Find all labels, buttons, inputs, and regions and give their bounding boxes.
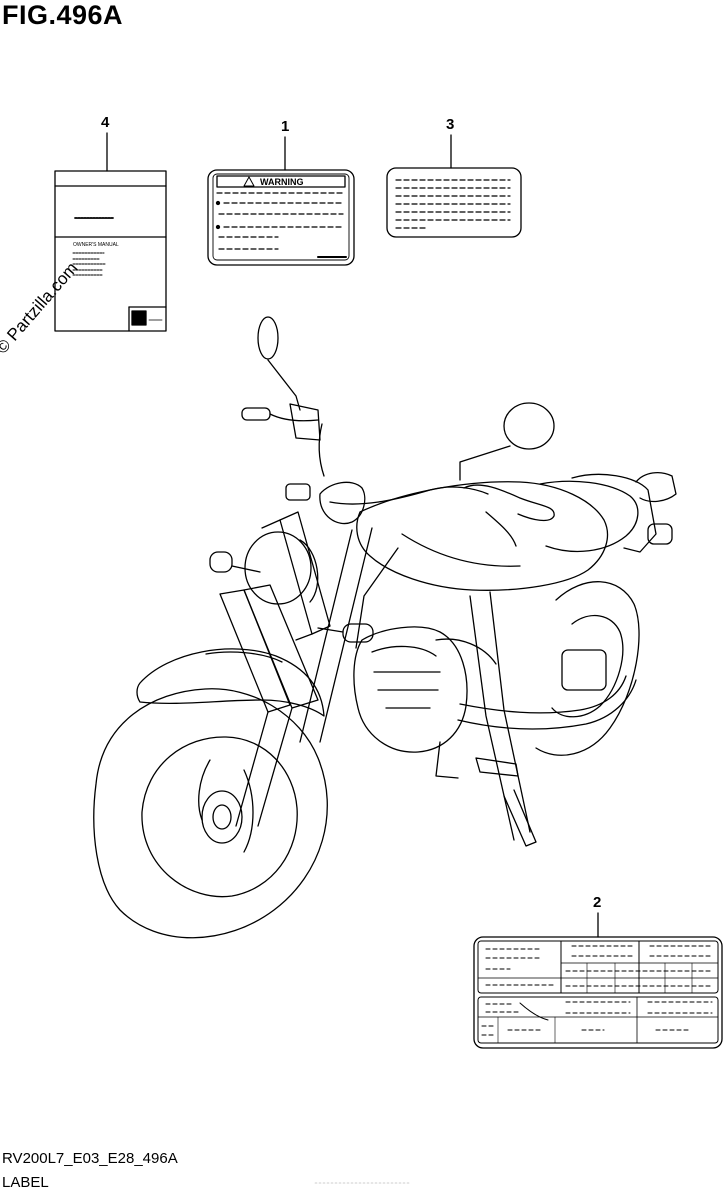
manufacturer-logo-icon — [131, 310, 147, 326]
callout-2: 2 — [593, 894, 601, 911]
callout-3: 3 — [446, 116, 454, 133]
callout-1: 1 — [281, 118, 289, 135]
warning-header: WARNING — [260, 177, 304, 187]
callout-4: 4 — [101, 114, 110, 131]
motorcycle-illustration — [93, 316, 677, 939]
part-2-table-label: 2 — [473, 894, 723, 1049]
manual-title: OWNER'S MANUAL — [73, 242, 119, 248]
warning-triangle-icon — [243, 176, 255, 187]
figure-title: FIG.496A — [2, 0, 124, 30]
figure-code: RV200L7_E03_E28_496A — [2, 1150, 178, 1167]
section-label: LABEL — [2, 1174, 49, 1191]
part-4-owners-manual: 4 OWNER'S MANUAL — [54, 114, 167, 332]
part-1-warning-label: 1 WARNING — [207, 118, 355, 266]
part-3-info-label: 3 — [386, 116, 522, 238]
